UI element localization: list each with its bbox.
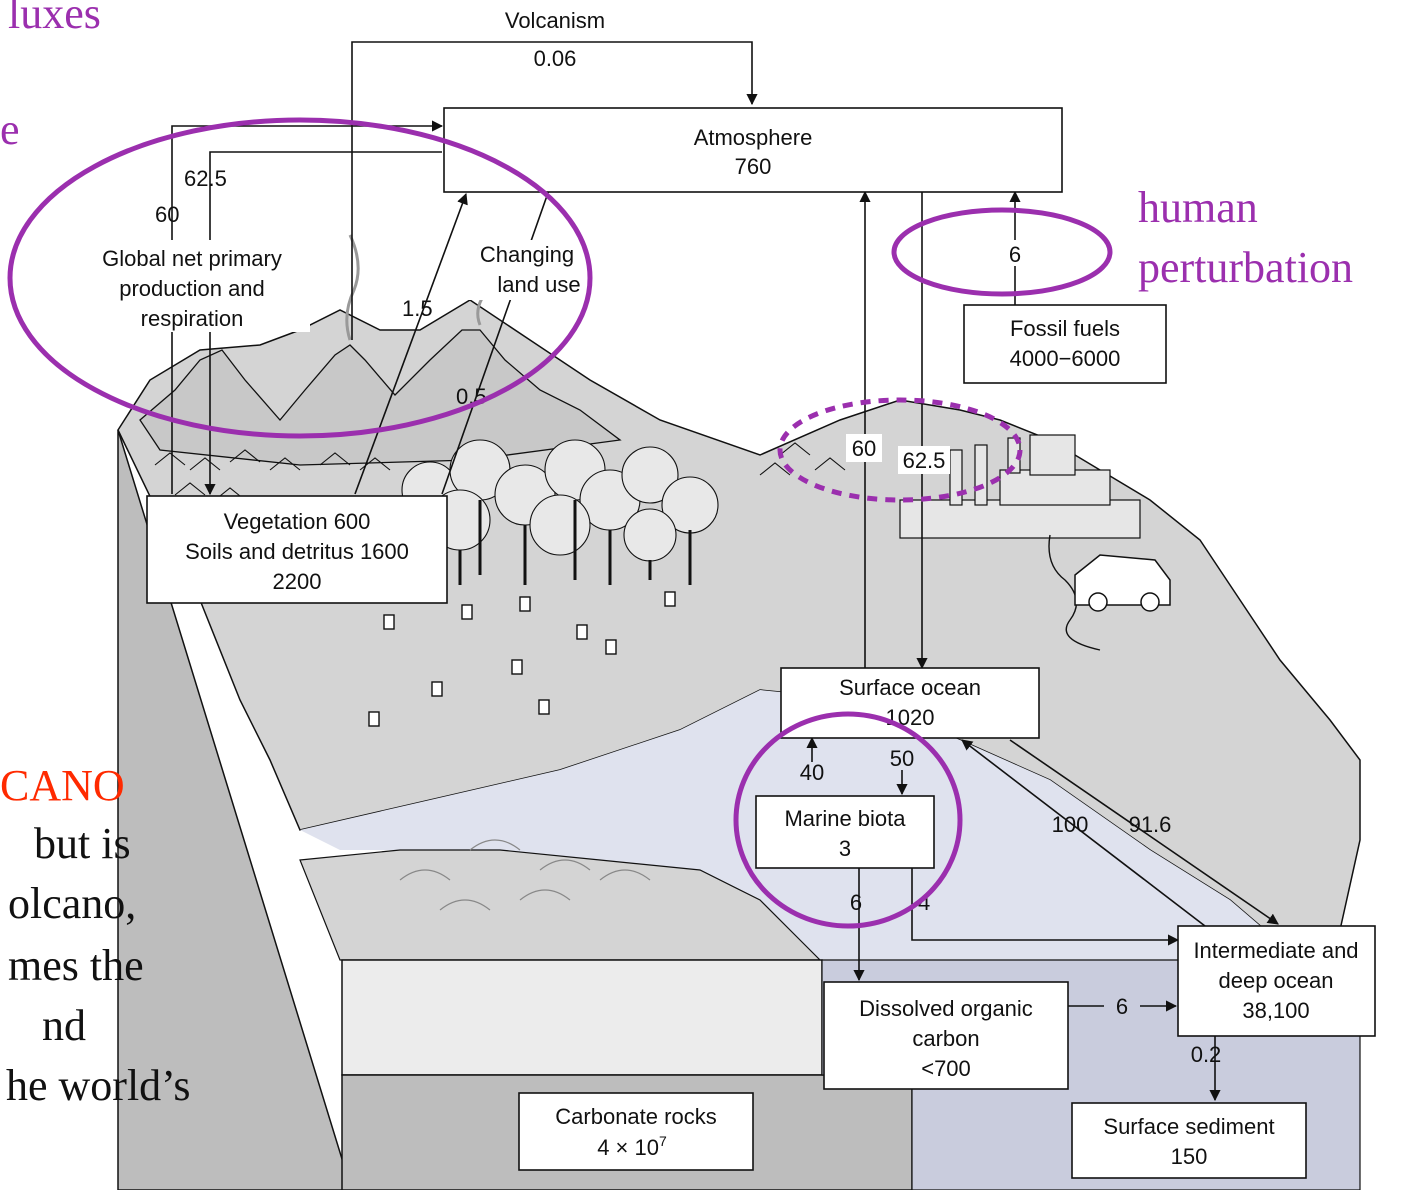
deep-ocean-line2: deep ocean — [1219, 968, 1334, 993]
atmosphere-label: Atmosphere — [694, 125, 813, 150]
surface-ocean-value: 1020 — [886, 705, 935, 730]
cutoff-body-3: mes the — [8, 941, 144, 990]
cutoff-body-1: but is — [34, 819, 131, 868]
npp-text-1: Global net primary — [102, 246, 282, 271]
doc-line1: Dissolved organic — [859, 996, 1033, 1021]
carbonate-value: 4 × 107 — [597, 1133, 667, 1160]
to-sediment-value: 0.2 — [1191, 1042, 1222, 1067]
cutoff-body-4: nd — [42, 1001, 86, 1050]
car — [1075, 555, 1170, 611]
sediment-label: Surface sediment — [1103, 1114, 1274, 1139]
deep-up-value: 100 — [1052, 812, 1089, 837]
sediment-value: 150 — [1171, 1144, 1208, 1169]
carbonate-base: 4 × 10 — [597, 1135, 659, 1160]
npp-text-2: production and — [119, 276, 265, 301]
vegetation-total: 2200 — [273, 569, 322, 594]
atmosphere-box — [444, 108, 1062, 192]
cutoff-title-1: luxes — [8, 0, 101, 38]
doc-line3: <700 — [921, 1056, 971, 1081]
npp-up-value: 60 — [155, 202, 179, 227]
land-use-text-2: land use — [497, 272, 580, 297]
npp-text-3: respiration — [141, 306, 244, 331]
vegetation-line1: Vegetation 600 — [224, 509, 371, 534]
fossil-label: Fossil fuels — [1010, 316, 1120, 341]
biota-to-doc-value: 6 — [850, 890, 862, 915]
deep-ocean-line1: Intermediate and — [1193, 938, 1358, 963]
fossil-flux-value: 6 — [1009, 242, 1021, 267]
cutoff-volcano-word: CANO — [0, 761, 125, 810]
deep-ocean-value: 38,100 — [1242, 998, 1309, 1023]
marine-biota-value: 3 — [839, 836, 851, 861]
carbonate-exponent: 7 — [659, 1133, 667, 1149]
doc-line2: carbon — [912, 1026, 979, 1051]
block-layer-white — [342, 960, 822, 1075]
land-use-text-1: Changing — [480, 242, 574, 267]
biota-up-value: 40 — [800, 760, 824, 785]
fossil-value: 4000−6000 — [1010, 346, 1121, 371]
volcanism-label: Volcanism — [505, 8, 605, 33]
land-use-up-value: 1.5 — [402, 296, 433, 321]
ocean-down-value: 62.5 — [903, 448, 946, 473]
annotation-perturbation: perturbation — [1138, 243, 1353, 292]
atmosphere-value: 760 — [735, 154, 772, 179]
marine-biota-label: Marine biota — [784, 806, 906, 831]
biota-down-value: 50 — [890, 746, 914, 771]
vegetation-line2: Soils and detritus 1600 — [185, 539, 409, 564]
ocean-up-value: 60 — [852, 436, 876, 461]
cutoff-body-5: he world’s — [6, 1061, 191, 1110]
volcanism-value: 0.06 — [534, 46, 577, 71]
annotation-human: human — [1138, 183, 1258, 232]
deep-down-value: 91.6 — [1129, 812, 1172, 837]
cutoff-body-2: olcano, — [8, 879, 136, 928]
surface-ocean-label: Surface ocean — [839, 675, 981, 700]
doc-to-deep-value: 6 — [1116, 994, 1128, 1019]
npp-down-value: 62.5 — [184, 166, 227, 191]
carbonate-label: Carbonate rocks — [555, 1104, 716, 1129]
cutoff-title-2: e — [0, 105, 20, 154]
landscape-block — [118, 235, 1360, 1190]
